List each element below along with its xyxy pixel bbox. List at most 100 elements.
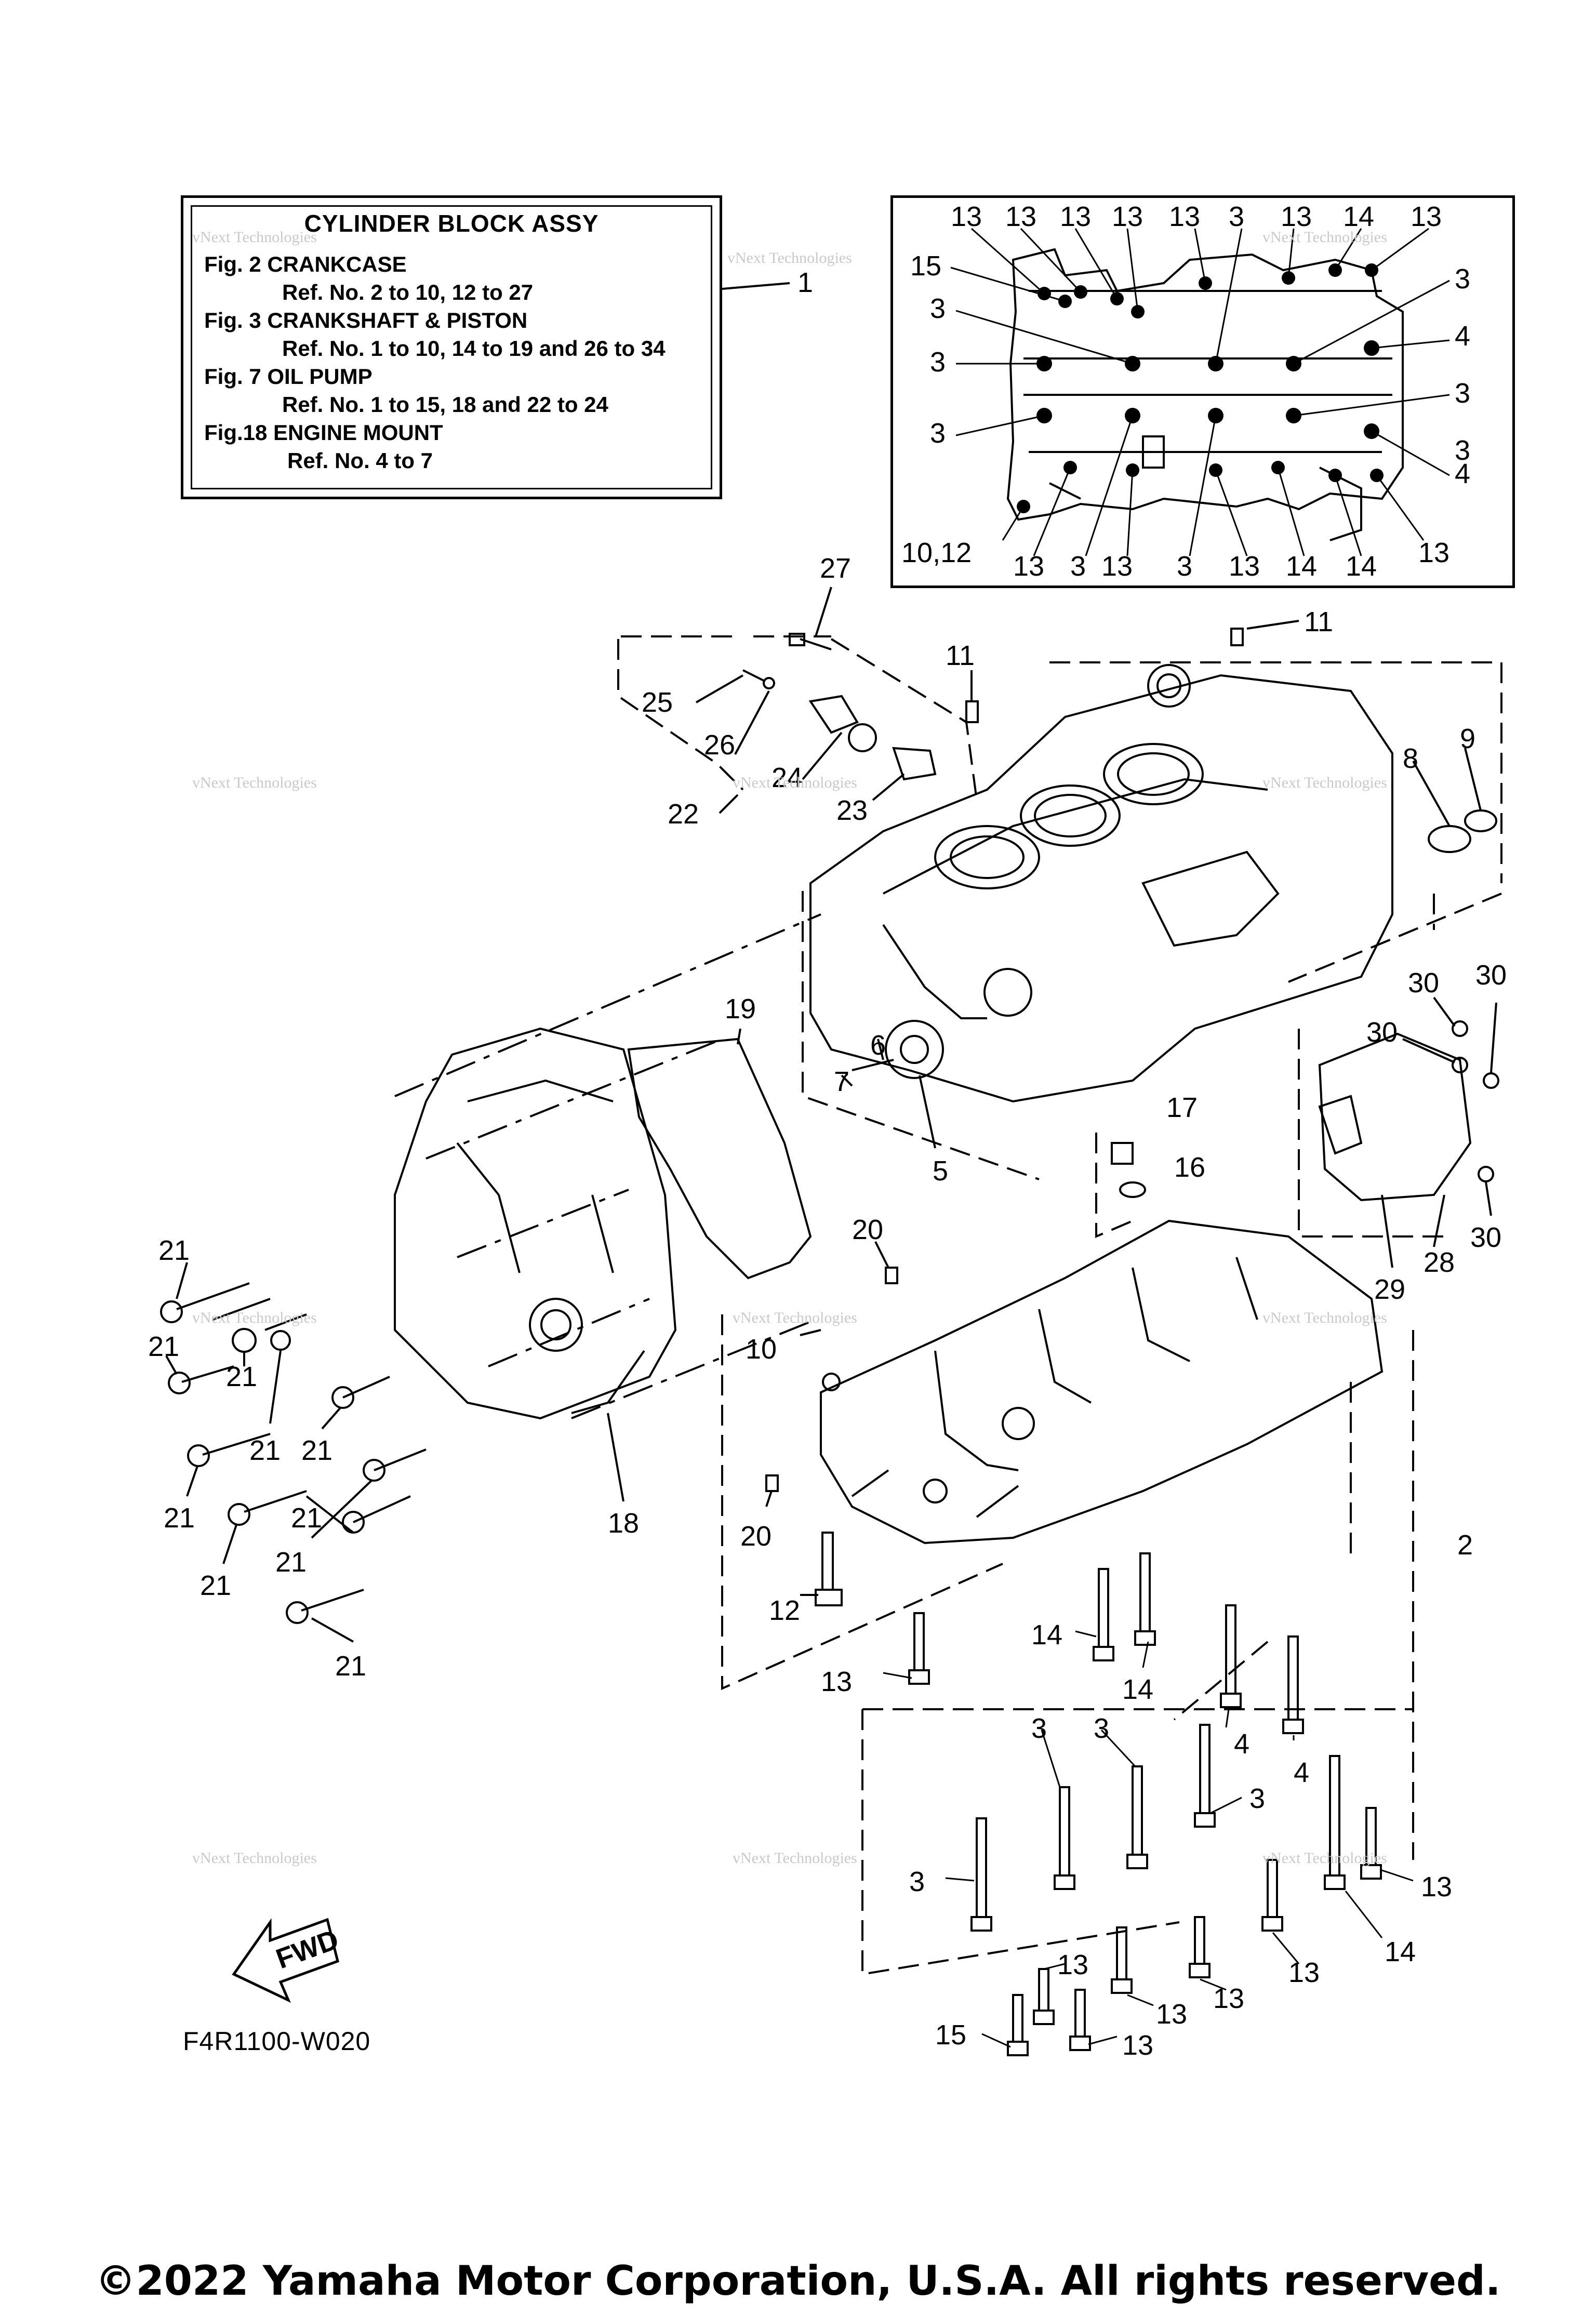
callout-label: 21	[148, 1331, 179, 1362]
main-callouts: 1 27 11 11 25 26 24 23 22 8 9 19 7 6 5 1…	[148, 267, 1507, 2061]
copyright-notice: ©2022 Yamaha Motor Corporation, U.S.A. A…	[95, 2258, 1501, 2305]
legend-fig-oil-pump: Fig. 7 OIL PUMP	[204, 364, 373, 389]
callout-label: 3	[909, 1866, 925, 1897]
legend-box: CYLINDER BLOCK ASSY Fig. 2 CRANKCASE Ref…	[181, 195, 722, 499]
callout-label: 13	[1156, 1999, 1187, 2030]
inset-callout: 3	[930, 293, 946, 324]
inset-callouts: 13 13 13 13 13 3 13 14 13 15 3 3 4 3 3 3…	[901, 201, 1470, 582]
inset-callout: 15	[910, 250, 941, 282]
callout-label: 16	[1174, 1152, 1205, 1183]
callout-label: 11	[1304, 606, 1333, 637]
inset-callout: 13	[1169, 201, 1200, 232]
callout-label: 20	[852, 1214, 883, 1245]
callout-label: 2	[1457, 1529, 1473, 1561]
inset-callout: 14	[1286, 551, 1317, 582]
callout-label: 30	[1408, 967, 1439, 999]
inset-callout: 3	[1455, 263, 1470, 295]
inset-callout: 3	[930, 347, 946, 378]
callout-label: 21	[291, 1502, 322, 1534]
callout-label: 27	[820, 553, 851, 584]
callout-label: 21	[226, 1361, 257, 1392]
forward-arrow-icon	[232, 1918, 339, 2003]
callout-label: 23	[836, 795, 868, 826]
legend-fig-engine-mount: Fig.18 ENGINE MOUNT	[204, 420, 443, 445]
inset-callout: 13	[1281, 201, 1312, 232]
callout-label: 4	[1234, 1728, 1249, 1760]
inset-top-view-frame	[890, 195, 1515, 588]
callout-label: 5	[933, 1155, 948, 1187]
inset-callout: 14	[1343, 201, 1374, 232]
inset-callout: 3	[1455, 378, 1470, 409]
callout-label: 25	[642, 687, 673, 718]
inset-callout: 13	[1013, 551, 1044, 582]
callout-label: 21	[200, 1570, 231, 1601]
legend-ref-oil-pump: Ref. No. 1 to 15, 18 and 22 to 24	[282, 392, 608, 417]
callout-label: 21	[158, 1235, 190, 1266]
callout-label: 17	[1166, 1092, 1198, 1123]
legend-ref-engine-mount: Ref. No. 4 to 7	[287, 448, 433, 473]
callout-label: 20	[740, 1521, 772, 1552]
callout-label: 14	[1122, 1674, 1153, 1705]
inset-callout: 13	[1060, 201, 1091, 232]
callout-label: 9	[1460, 723, 1475, 754]
callout-label: 19	[725, 993, 756, 1025]
callout-label: 14	[1031, 1619, 1062, 1651]
callout-label: 29	[1374, 1274, 1405, 1305]
inset-callout: 4	[1455, 321, 1470, 352]
inset-callout: 13	[951, 201, 982, 232]
callout-label: 13	[1213, 1983, 1244, 2014]
callout-label: 12	[769, 1595, 800, 1626]
legend-title: CYLINDER BLOCK ASSY	[304, 210, 599, 237]
figure-code: F4R1100-W020	[183, 2027, 371, 2056]
legend-inner-frame	[191, 205, 712, 489]
callout-label: 14	[1385, 1936, 1416, 1967]
inset-callout: 4	[1455, 458, 1470, 489]
callout-label: 30	[1470, 1222, 1501, 1253]
callout-label: 10	[746, 1334, 777, 1365]
inset-callout: 3	[1229, 201, 1244, 232]
callout-label: 22	[668, 799, 699, 830]
callout-label: 4	[1294, 1757, 1309, 1788]
inset-callout: 13	[1229, 551, 1260, 582]
callout-label: 6	[870, 1030, 886, 1061]
inset-callout: 13	[1005, 201, 1036, 232]
callout-label: 8	[1403, 743, 1418, 774]
inset-callout: 13	[1411, 201, 1442, 232]
inset-callout: 3	[1177, 551, 1192, 582]
callout-label: 24	[772, 762, 803, 793]
inset-callout: 13	[1418, 537, 1449, 568]
callout-label: 21	[301, 1435, 332, 1466]
legend-ref-crankcase: Ref. No. 2 to 10, 12 to 27	[282, 280, 534, 304]
callout-label: 30	[1475, 960, 1507, 991]
callout-label: 13	[1057, 1949, 1088, 1980]
inset-callout: 3	[930, 418, 946, 449]
inset-callout: 13	[1101, 551, 1133, 582]
callout-label: 30	[1366, 1017, 1398, 1048]
callout-label: 28	[1424, 1247, 1455, 1278]
callout-label: 18	[608, 1508, 639, 1539]
callout-label: 13	[821, 1666, 852, 1697]
inset-callout: 14	[1346, 551, 1377, 582]
callout-label: 13	[1421, 1871, 1452, 1902]
callout-label: 15	[935, 2019, 966, 2051]
callout-label: 13	[1288, 1957, 1320, 1988]
inset-callout: 10,12	[901, 537, 972, 568]
inset-callout: 3	[1455, 435, 1470, 466]
callout-label: 3	[1249, 1783, 1265, 1814]
callout-label: 26	[704, 729, 735, 761]
callout-label: 1	[797, 267, 813, 298]
callout-label: 3	[1094, 1713, 1109, 1744]
callout-label: 21	[335, 1651, 366, 1682]
callout-label: 3	[1031, 1713, 1047, 1744]
legend-fig-crankshaft: Fig. 3 CRANKSHAFT & PISTON	[204, 308, 528, 332]
callout-label: 7	[834, 1066, 849, 1097]
legend-fig-crankcase: Fig. 2 CRANKCASE	[204, 252, 407, 276]
callout-label: 11	[946, 640, 975, 671]
inset-callout: 13	[1112, 201, 1143, 232]
callout-label: 21	[275, 1547, 307, 1578]
inset-callout: 3	[1070, 551, 1086, 582]
callout-label: 13	[1122, 2030, 1153, 2061]
callout-label: 21	[249, 1435, 281, 1466]
legend-ref-crankshaft: Ref. No. 1 to 10, 14 to 19 and 26 to 34	[282, 336, 666, 361]
